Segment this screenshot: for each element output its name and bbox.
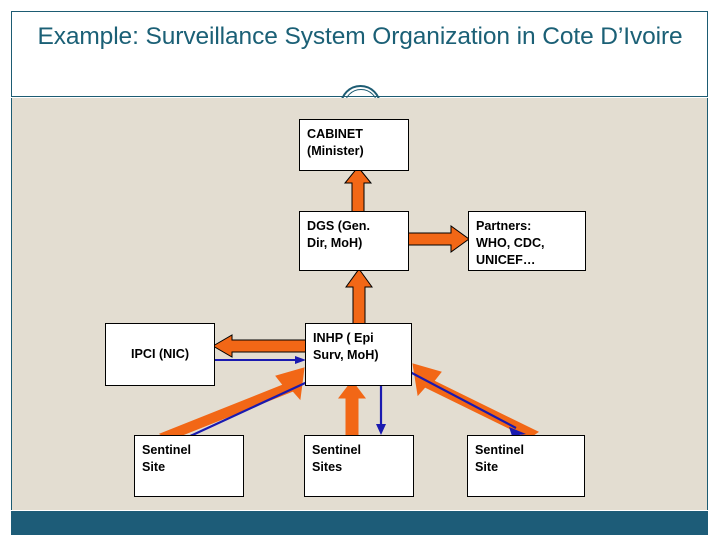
- node-partners[interactable]: Partners: WHO, CDC, UNICEF…: [468, 211, 586, 271]
- diagram-canvas: CABINET (Minister) DGS (Gen. Dir, MoH) P…: [11, 98, 708, 510]
- page-title: Example: Surveillance System Organizatio…: [37, 23, 683, 50]
- slide-header: Example: Surveillance System Organizatio…: [11, 11, 708, 97]
- node-dgs[interactable]: DGS (Gen. Dir, MoH): [299, 211, 409, 271]
- node-cabinet[interactable]: CABINET (Minister): [299, 119, 409, 171]
- arrow-inhp-to-dgs: [343, 268, 375, 326]
- arrow-inhp-to-sentinel2: [374, 380, 388, 436]
- arrow-inhp-to-sentinel3: [408, 370, 534, 442]
- node-inhp[interactable]: INHP ( Epi Surv, MoH): [305, 323, 412, 386]
- arrow-sentinel2-to-inhp: [337, 380, 367, 436]
- slide: Example: Surveillance System Organizatio…: [11, 11, 708, 535]
- node-sentinel-site-1[interactable]: Sentinel Site: [134, 435, 244, 497]
- arrow-dgs-to-cabinet: [342, 166, 374, 214]
- arrow-dgs-to-partners: [407, 224, 471, 254]
- node-ipci[interactable]: IPCI (NIC): [105, 323, 215, 386]
- node-sentinel-sites-2[interactable]: Sentinel Sites: [304, 435, 414, 497]
- node-sentinel-site-3[interactable]: Sentinel Site: [467, 435, 585, 497]
- slide-footer-bar: [11, 511, 708, 535]
- arrow-ipci-to-inhp: [215, 354, 307, 366]
